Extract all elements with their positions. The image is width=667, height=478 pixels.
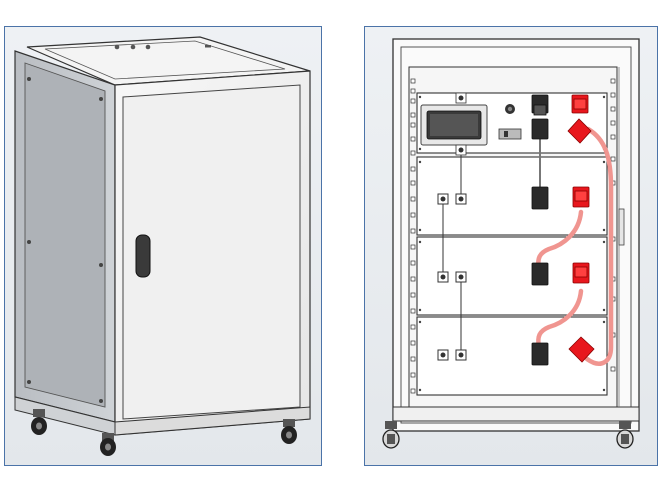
caster-wheel-icon bbox=[31, 409, 47, 435]
closed-cabinet-panel bbox=[4, 26, 322, 466]
rail-holes-left bbox=[410, 78, 416, 394]
cabinet-base bbox=[14, 396, 311, 436]
power-cables bbox=[536, 126, 614, 366]
communication-ports bbox=[437, 155, 467, 361]
caster-wheel-icon bbox=[100, 433, 116, 456]
caster-wheel-icon bbox=[382, 421, 400, 449]
negative-terminals bbox=[531, 94, 549, 366]
open-cabinet-drawing bbox=[382, 38, 640, 449]
cabinet-side bbox=[14, 50, 116, 423]
positive-terminals bbox=[567, 94, 595, 363]
cabinet-front bbox=[114, 70, 311, 436]
dip-switch[interactable] bbox=[498, 128, 522, 140]
door-handle-icon[interactable] bbox=[135, 234, 151, 278]
closed-cabinet-drawing bbox=[14, 36, 311, 456]
caster-wheel-icon bbox=[616, 421, 634, 449]
open-cabinet-panel bbox=[364, 26, 658, 466]
caster-wheel-icon bbox=[281, 419, 297, 444]
battery-module bbox=[416, 316, 608, 396]
